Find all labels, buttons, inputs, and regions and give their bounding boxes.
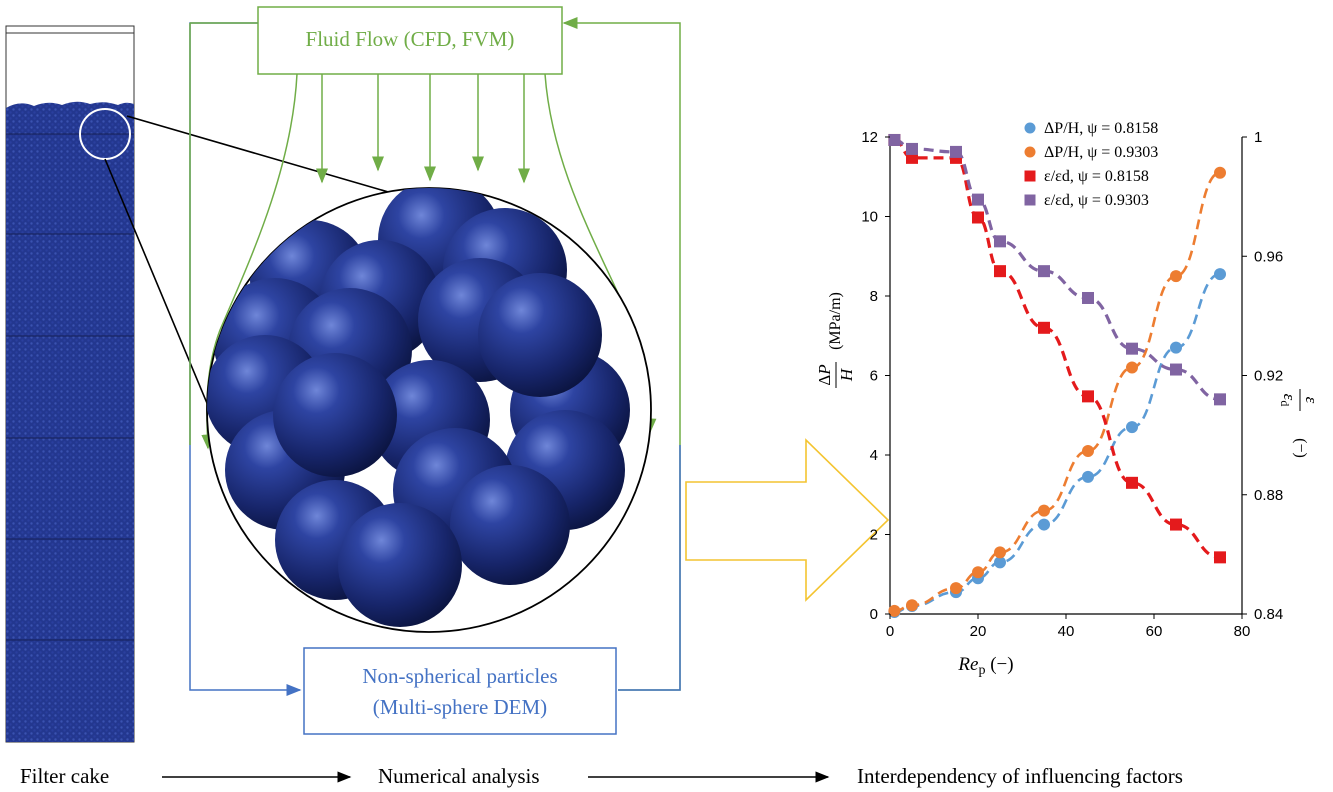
yellow-block-arrow	[685, 438, 890, 602]
legend-label-2: ΔP/H, ψ = 0.9303	[1044, 144, 1158, 161]
x-tick-label: 0	[886, 623, 894, 640]
trend-line-1	[894, 272, 1221, 614]
interdependency-label: Interdependency of influencing factors	[857, 764, 1183, 788]
series-1-point	[1126, 421, 1138, 434]
series-2-point	[888, 604, 901, 617]
y-right-tick-label: 0.92	[1254, 368, 1283, 385]
legend-marker-2	[1024, 146, 1036, 158]
y-right-tick-label: 0.88	[1254, 487, 1283, 504]
series-2-point	[972, 566, 984, 579]
y-right-tick-label: 0.96	[1254, 248, 1283, 265]
y-left-axis-label: ΔP H (MPa/m)	[815, 292, 856, 388]
series-4-point	[950, 145, 962, 158]
series-2-point	[994, 546, 1006, 559]
y-left-tick-label: 4	[870, 447, 878, 464]
workflow-row: Filter cake Numerical analysis Interdepe…	[20, 764, 1183, 788]
series-2-point	[1170, 270, 1182, 283]
numerical-analysis-label: Numerical analysis	[378, 764, 540, 788]
y-left-tick-label: 10	[861, 209, 878, 226]
series-3-point	[972, 211, 984, 224]
x-tick-label: 80	[1234, 623, 1251, 640]
series-4-point	[994, 235, 1006, 248]
series-1-point	[1170, 341, 1182, 354]
legend-label-1: ΔP/H, ψ = 0.8158	[1044, 120, 1158, 137]
series-1-point	[1214, 268, 1226, 281]
zoom-line-top	[126, 115, 403, 197]
series-1-point	[994, 556, 1006, 569]
x-tick-label: 20	[970, 623, 987, 640]
multi-sphere-particle	[206, 187, 652, 633]
trend-line-2	[894, 171, 1221, 613]
chart: 0 20 40 60 80 0 2 4 6 8 10 12 0.84 0.88 0.92 0.96 1 Rep …	[815, 120, 1321, 678]
y-left-tick-label: 2	[870, 527, 878, 544]
x-tick-label: 40	[1058, 623, 1075, 640]
svg-text:(−): (−)	[1292, 438, 1309, 458]
series-4-point	[888, 133, 901, 146]
series-3-point	[1126, 476, 1138, 489]
series-4-point	[1214, 393, 1226, 406]
series-2-point	[1038, 504, 1050, 517]
series-4-point	[972, 193, 984, 206]
y-left-tick-label: 12	[861, 129, 878, 146]
x-axis-label: Rep (−)	[957, 654, 1013, 678]
series-3-point	[1038, 321, 1050, 334]
trend-line-4	[894, 138, 1221, 401]
series-4-point	[1038, 265, 1050, 278]
y-right-axis-label: ε εd (−)	[1278, 389, 1321, 458]
y-right-tick-label: 0.84	[1254, 606, 1283, 623]
series-4-point	[906, 142, 918, 155]
particle-label-line1: Non-spherical particles	[362, 664, 557, 688]
svg-text:ε: ε	[1302, 397, 1321, 404]
series-2-point	[906, 599, 918, 612]
legend-marker-3	[1024, 170, 1036, 182]
series-2-point	[1214, 166, 1226, 179]
series-3-point	[994, 265, 1006, 278]
series-1-point	[1082, 470, 1094, 483]
y-left-tick-label: 0	[870, 606, 878, 623]
legend-marker-4	[1024, 194, 1036, 206]
series-2-point	[1082, 445, 1094, 458]
series-2-point	[950, 582, 962, 595]
series-4-point	[1082, 291, 1094, 304]
x-tick-label: 60	[1146, 623, 1163, 640]
fluid-flow-label: Fluid Flow (CFD, FVM)	[306, 27, 515, 51]
y-left-tick-label: 8	[870, 288, 878, 305]
series-3-point	[1214, 551, 1226, 564]
series-1-point	[1038, 518, 1050, 531]
filter-cake-column	[5, 25, 135, 743]
particle-label-line2: (Multi-sphere DEM)	[373, 695, 547, 719]
svg-text:(MPa/m): (MPa/m)	[827, 292, 844, 350]
svg-text:H: H	[837, 367, 856, 382]
svg-text:ΔP: ΔP	[815, 364, 834, 385]
y-right-tick-label: 1	[1254, 129, 1262, 146]
series-3-point	[1082, 390, 1094, 403]
series-2-point	[1126, 361, 1138, 374]
legend-label-4: ε/εd, ψ = 0.9303	[1044, 192, 1149, 209]
y-left-tick-label: 6	[870, 368, 878, 385]
series-4-point	[1170, 363, 1182, 376]
svg-text:εd: εd	[1278, 394, 1299, 407]
series-4-point	[1126, 342, 1138, 355]
legend-label-3: ε/εd, ψ = 0.8158	[1044, 168, 1149, 185]
zoom-line-bottom	[104, 158, 215, 421]
fluid-flow-box	[257, 6, 563, 75]
filter-cake-label: Filter cake	[20, 764, 109, 788]
legend-marker-1	[1024, 122, 1036, 134]
particle-box-group: Non-spherical particles (Multi-sphere DE…	[303, 647, 617, 735]
fluid-flow-group: Fluid Flow (CFD, FVM)	[189, 6, 681, 696]
particle-box	[303, 647, 617, 735]
trend-line-3	[894, 138, 1221, 559]
series-3-point	[1170, 518, 1182, 531]
svg-text:Rep (−): Rep (−)	[957, 654, 1013, 678]
